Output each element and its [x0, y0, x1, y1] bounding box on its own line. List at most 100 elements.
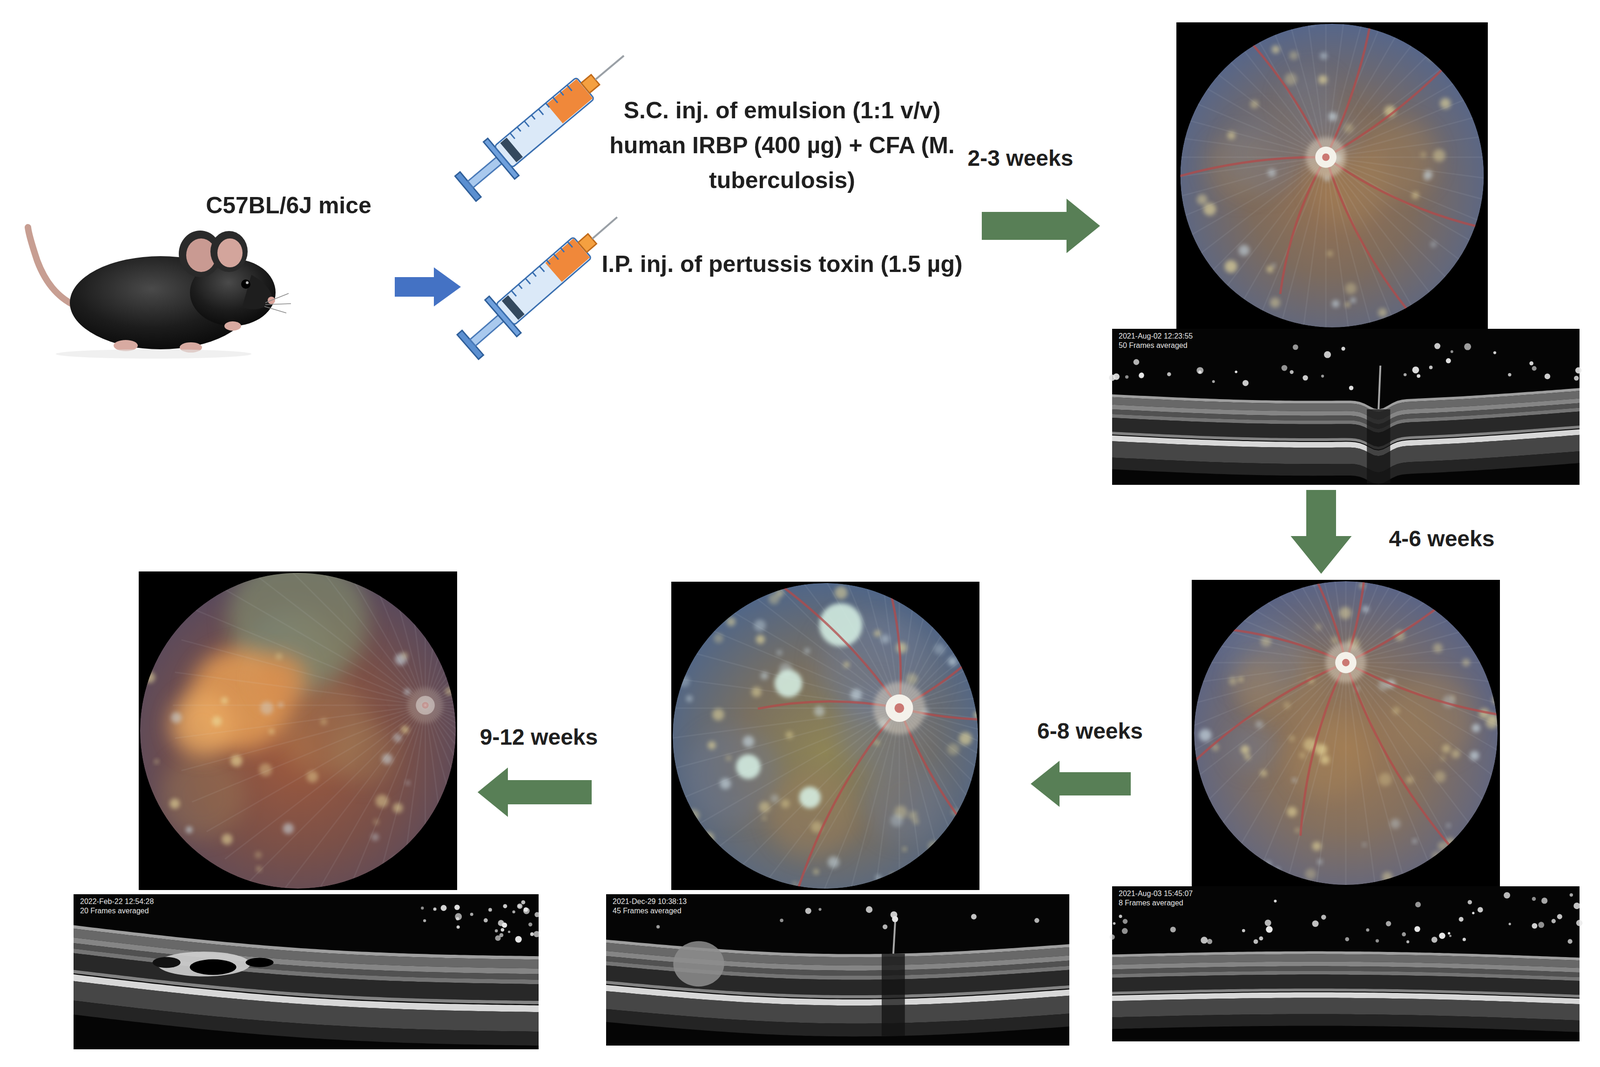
vitreous-cell: [1302, 375, 1309, 381]
nerve-streak: [206, 704, 426, 831]
retinal-vessel: [1345, 662, 1456, 853]
oct-lesion: [245, 957, 274, 967]
retinal-vessel: [1325, 157, 1414, 318]
infiltrate-spot: [1378, 772, 1392, 786]
vitreous-cell: [1415, 901, 1421, 907]
infiltrate-spot: [1382, 871, 1393, 882]
vitreous-cell: [1471, 911, 1475, 914]
nerve-streak: [654, 707, 900, 709]
vitreous-cell: [1200, 936, 1208, 944]
vitreous-cell: [971, 913, 977, 919]
infiltrate-spot: [712, 708, 724, 721]
infiltrate-spot: [445, 687, 454, 696]
nerve-streak: [899, 513, 1048, 708]
nerve-streak: [899, 496, 1022, 708]
infiltrate-spot: [1267, 168, 1276, 177]
vitreous-cell: [1434, 343, 1441, 350]
infiltrate-spot: [1310, 21, 1315, 26]
retinal-layer: [1112, 451, 1580, 485]
vitreous-cell: [533, 930, 540, 937]
vitreous-cell: [1557, 913, 1563, 919]
infiltrate-spot: [673, 591, 682, 600]
infiltrate-spot: [1234, 601, 1243, 610]
nerve-streak: [172, 704, 426, 706]
infiltrate-spot: [392, 802, 403, 813]
nerve-streak: [425, 608, 659, 706]
infiltrate-spot: [1406, 776, 1414, 784]
vitreous-cell: [1198, 370, 1202, 374]
infiltrate-spot: [951, 633, 964, 645]
infiltrate-spot: [1345, 283, 1357, 295]
retinal-vessel: [747, 561, 900, 709]
fundus-and-oct-image: [606, 463, 1144, 1046]
nerve-streak: [1111, 662, 1346, 726]
vitreous-cell: [882, 924, 888, 929]
vitreous-cell: [488, 907, 493, 912]
nerve-streak: [673, 707, 900, 802]
fundus-photo: [1102, 419, 1589, 905]
infiltrate-spot: [146, 572, 155, 580]
vitreous-cell: [1529, 361, 1534, 366]
vitreous-cell: [1292, 344, 1299, 351]
nerve-streak: [1282, 662, 1346, 898]
infiltrate-spot: [781, 798, 790, 808]
infiltrate-spot: [674, 583, 679, 588]
nerve-streak: [899, 585, 1111, 708]
vitreous-cell: [1365, 927, 1370, 932]
vitreous-cell: [1573, 902, 1580, 909]
infiltrate-spot: [1411, 23, 1424, 35]
infiltrate-spot: [1318, 74, 1328, 84]
vitreous-cell: [1575, 367, 1582, 374]
time-label: 6-8 weeks: [1037, 717, 1143, 745]
nerve-streak: [673, 614, 900, 709]
vitreous-cell: [1242, 379, 1249, 386]
vitreous-cell: [1253, 938, 1259, 944]
infiltrate-spot: [760, 671, 769, 680]
vitreous-cell: [1551, 918, 1556, 923]
vitreous-cell: [534, 911, 540, 917]
image-timestamp: 2021-Aug-03 15:45:07: [1118, 888, 1268, 898]
nerve-streak: [1325, 157, 1561, 221]
nerve-streak: [1178, 157, 1327, 351]
infiltrate-spot: [890, 872, 896, 878]
infiltrate-spot: [283, 822, 294, 834]
imaging-panel: 2021-Aug-02 12:23:5550 Frames averaged: [1112, 22, 1580, 485]
nerve-streak: [246, 704, 426, 884]
vitreous-cell: [1109, 933, 1115, 939]
infiltrate-spot: [1250, 100, 1259, 109]
procedure-text: S.C. inj. of emulsion (1:1 v/v) human IR…: [591, 93, 973, 198]
infiltrate-spot: [686, 695, 693, 702]
image-timestamp: 2022-Feb-22 12:54:28: [80, 896, 230, 906]
vitreous-cell: [512, 910, 516, 913]
vitreous-cell: [523, 907, 530, 914]
infiltrate-spot: [1485, 715, 1499, 729]
vitreous-cell: [515, 935, 522, 943]
retinal-vessel: [1345, 662, 1532, 719]
infiltrate-spot: [1180, 236, 1192, 248]
vitreous-cell: [1323, 351, 1331, 358]
nerve-streak: [1345, 662, 1468, 873]
retinal-layer: [606, 1008, 1070, 1037]
infiltrate-spot: [1260, 769, 1267, 777]
infiltrate-spot: [1362, 842, 1367, 846]
vitreous-cell: [1139, 372, 1145, 378]
infiltrate-spot: [1203, 202, 1216, 216]
infiltrate-spot: [1317, 858, 1323, 865]
nerve-streak: [425, 504, 580, 705]
infiltrate-spot: [969, 798, 979, 809]
infiltrate-spot: [1242, 609, 1250, 618]
imaging-panel: 2021-Dec-29 10:38:1345 Frames averaged: [606, 581, 1070, 1046]
infiltrate-spot: [850, 688, 862, 700]
vitreous-cell: [1133, 358, 1140, 365]
infiltrate-spot: [1289, 50, 1298, 60]
nerve-streak: [1154, 157, 1326, 330]
mouse-ear-inner: [217, 238, 243, 268]
nerve-streak: [425, 578, 645, 705]
infiltrate-spot: [908, 810, 918, 820]
optic-disc: [1315, 146, 1337, 169]
infiltrate-spot: [1196, 194, 1208, 205]
infiltrate-spot: [973, 710, 982, 719]
vitreous-cell: [1450, 350, 1454, 353]
nerve-streak: [1262, 0, 1326, 158]
infiltrate-spot: [1289, 735, 1296, 742]
